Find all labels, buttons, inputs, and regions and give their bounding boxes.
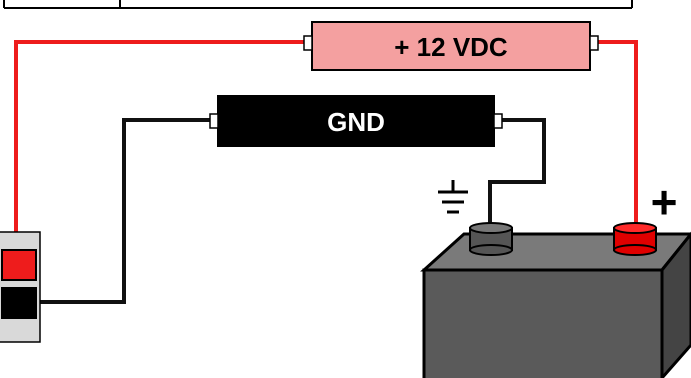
ground-bus-label: GND [327,107,385,137]
ground-wire-right [488,118,546,226]
top-border-box [3,0,633,9]
ground-wire [38,118,218,304]
connector-positive-pin [1,249,37,281]
positive-bus-label: + 12 VDC [394,32,508,62]
plus-symbol-icon: + [651,176,678,228]
positive-terminal [613,222,657,256]
load-connector [0,231,41,343]
ground-bus-box: GND [209,95,503,147]
positive-bus-box: + 12 VDC [303,21,599,71]
positive-wire-right [590,40,638,226]
battery [420,222,691,378]
positive-wire [14,40,312,252]
negative-terminal [469,222,513,256]
ground-symbol-icon [438,180,468,214]
battery-front [422,268,664,378]
connector-ground-pin [1,287,37,319]
